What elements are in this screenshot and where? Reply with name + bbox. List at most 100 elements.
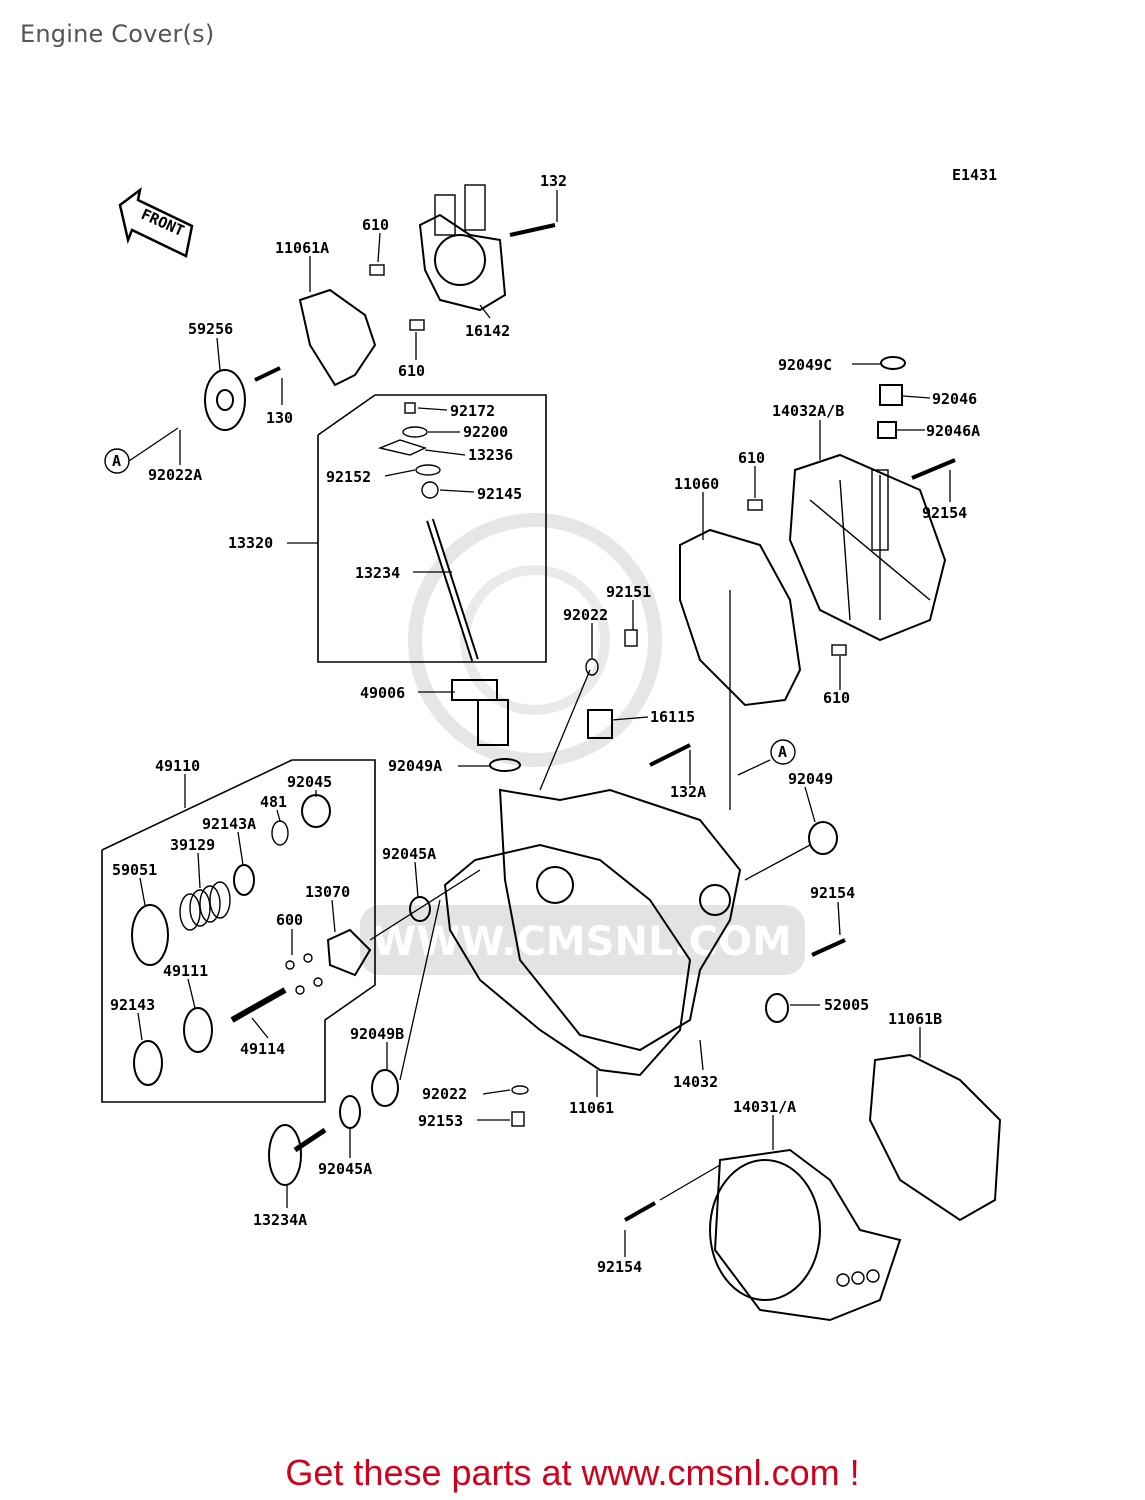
- ball-icon: [285, 960, 295, 970]
- part-label: 13236: [468, 446, 513, 464]
- impeller-icon: [204, 369, 246, 431]
- dowel-icon: [747, 499, 763, 511]
- circlip-icon: [271, 820, 289, 846]
- washer-icon: [233, 864, 255, 896]
- part-label: 49110: [155, 757, 200, 775]
- holder-icon: [477, 699, 509, 746]
- part-label: 11061A: [275, 239, 329, 257]
- gasket-11061a-icon: [298, 288, 377, 387]
- oring-icon: [489, 758, 521, 772]
- part-label: 130: [266, 409, 293, 427]
- footer-link[interactable]: Get these parts at www.cmsnl.com !: [285, 1452, 860, 1493]
- part-label: 92143A: [202, 815, 256, 833]
- washer-icon: [415, 464, 441, 476]
- part-label: 92049B: [350, 1025, 404, 1043]
- part-label: 92049: [788, 770, 833, 788]
- bolt-icon: [811, 938, 846, 957]
- shaft-13234-icon: [426, 518, 479, 662]
- part-label: 59256: [188, 320, 233, 338]
- part-label: 14032: [673, 1073, 718, 1091]
- gear-59051-icon: [131, 904, 169, 966]
- dowel-icon: [369, 264, 385, 276]
- oil-seal-icon: [808, 821, 838, 855]
- front-arrow-icon: FRONT: [118, 187, 194, 258]
- part-label: 610: [823, 689, 850, 707]
- part-label: 92153: [418, 1112, 463, 1130]
- page-title: Engine Cover(s): [20, 20, 215, 48]
- part-label: 49111: [163, 962, 208, 980]
- bolt-icon: [624, 1201, 656, 1222]
- shaft-49114-icon: [230, 987, 287, 1023]
- part-label: 92022: [422, 1085, 467, 1103]
- part-label: 13234: [355, 564, 400, 582]
- part-label: 16115: [650, 708, 695, 726]
- water-pump-cover-icon: [418, 184, 507, 312]
- right-engine-cover-icon: [498, 788, 742, 1052]
- plug-icon: [587, 709, 613, 739]
- box-13320: [317, 394, 547, 663]
- part-label: 92046A: [926, 422, 980, 440]
- svg-text:A: A: [778, 743, 787, 761]
- leader-lines: [128, 190, 951, 1257]
- washer-icon: [402, 426, 428, 438]
- gasket-11060-icon: [679, 528, 802, 707]
- part-label: 92143: [110, 996, 155, 1014]
- part-label: 49114: [240, 1040, 285, 1058]
- gear-13234a-icon: [268, 1124, 327, 1186]
- bolt-icon: [509, 223, 556, 237]
- bolt-icon: [624, 629, 638, 647]
- part-label: 92046: [932, 390, 977, 408]
- magneto-cover-icon: [709, 1148, 902, 1322]
- shaft-49111-icon: [183, 1007, 213, 1053]
- dowel-icon: [409, 319, 425, 331]
- washer-icon: [511, 1085, 529, 1095]
- diagram-code: E1431: [952, 166, 997, 184]
- ref-marker: A: [104, 448, 130, 474]
- part-label: 92152: [326, 468, 371, 486]
- part-label: 92022A: [148, 466, 202, 484]
- part-label: 92049C: [778, 356, 832, 374]
- oil-seal-92143-icon: [133, 1040, 163, 1086]
- part-label: 11061B: [888, 1010, 942, 1028]
- ball-icon: [303, 953, 313, 963]
- clutch-cover-icon: [788, 453, 947, 642]
- bolt-icon: [254, 366, 281, 382]
- bearing-icon: [371, 1069, 399, 1107]
- part-label: 59051: [112, 861, 157, 879]
- part-label: 16142: [465, 322, 510, 340]
- bearing-icon: [339, 1095, 361, 1129]
- part-label: 92049A: [388, 757, 442, 775]
- washer-icon: [585, 658, 599, 676]
- part-label: 610: [398, 362, 425, 380]
- part-label: 610: [738, 449, 765, 467]
- part-label: 92154: [810, 884, 855, 902]
- part-label: 92045A: [382, 845, 436, 863]
- cap-icon: [879, 384, 903, 406]
- part-label: 14032A/B: [772, 402, 844, 420]
- part-label: 39129: [170, 836, 215, 854]
- part-label: 92022: [563, 606, 608, 624]
- impeller-13070-icon: [326, 928, 372, 977]
- part-label: 13070: [305, 883, 350, 901]
- watermark: WWW.CMSNL.COM: [360, 513, 805, 975]
- cap-icon: [877, 421, 897, 439]
- plate-icon: [377, 439, 427, 456]
- part-label: 92045A: [318, 1160, 372, 1178]
- ref-marker: A: [770, 739, 796, 765]
- part-label: 13234A: [253, 1211, 307, 1229]
- part-label: 11060: [674, 475, 719, 493]
- part-label: 92045: [287, 773, 332, 791]
- plug-icon: [765, 993, 789, 1023]
- part-label: 49006: [360, 684, 405, 702]
- part-label: 52005: [824, 996, 869, 1014]
- screw-icon: [404, 402, 416, 414]
- part-label: 92145: [477, 485, 522, 503]
- part-label: 92154: [922, 504, 967, 522]
- bearing-icon: [301, 794, 331, 828]
- part-labels: 132 610 11061A 16142 610 59256 130 92022…: [110, 172, 980, 1276]
- part-label: 610: [362, 216, 389, 234]
- ball-icon: [295, 985, 305, 995]
- part-label: 132A: [670, 783, 706, 801]
- box-49110: [101, 759, 376, 1103]
